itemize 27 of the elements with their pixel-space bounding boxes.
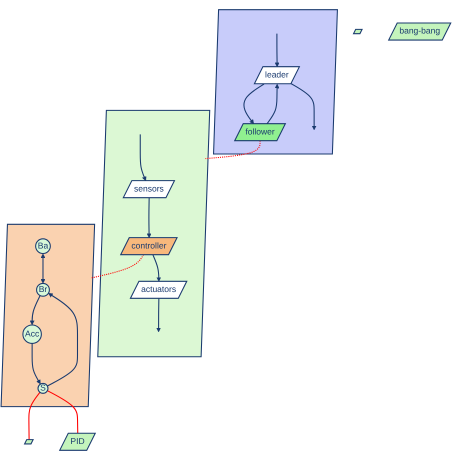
connector-line <box>47 390 78 434</box>
arrow <box>40 254 46 284</box>
arrow <box>274 34 280 68</box>
arrow <box>140 134 146 182</box>
arrow <box>32 343 41 384</box>
circle-node: Br <box>36 282 50 297</box>
circle-node: S <box>37 382 48 394</box>
arrow <box>291 83 316 130</box>
parallelogram-box <box>352 28 363 34</box>
connector-line <box>91 254 144 278</box>
arrow <box>47 293 78 386</box>
arrow <box>156 298 161 332</box>
layer-plane <box>97 110 210 358</box>
parallelogram-box <box>24 439 34 444</box>
arrow <box>146 198 152 238</box>
parallelogram-box: bang-bang <box>388 22 452 41</box>
parallelogram-box: PID <box>58 432 96 451</box>
parallelogram-box: leader <box>254 66 300 84</box>
layer-plane <box>213 9 338 155</box>
layer-plane <box>0 224 96 408</box>
circle-node: Acc <box>22 324 42 344</box>
connector-line <box>28 392 40 440</box>
arrow <box>266 84 280 124</box>
connector-line <box>205 140 261 160</box>
arrow <box>243 84 264 124</box>
arrow <box>30 295 41 326</box>
arrow <box>152 254 162 282</box>
